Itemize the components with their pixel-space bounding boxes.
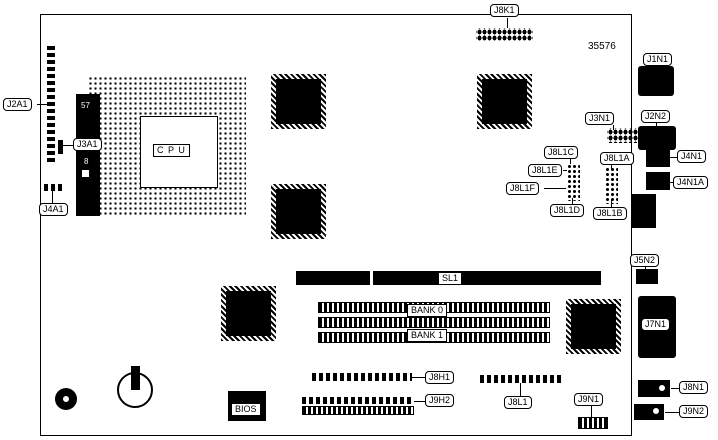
connector-j8n1-jack bbox=[659, 385, 665, 391]
leader-j4a1 bbox=[52, 191, 53, 203]
leader-j8l1d bbox=[572, 198, 573, 205]
leader-j8l1e bbox=[563, 170, 567, 171]
connector-j2a1 bbox=[47, 46, 55, 163]
connector-j9h2-row1 bbox=[302, 397, 414, 404]
callout-j8l1e: J8L1E bbox=[528, 164, 562, 177]
qfp-chip bbox=[566, 299, 621, 354]
leader-j8h1 bbox=[412, 377, 425, 378]
connector-j4a1 bbox=[44, 184, 62, 191]
callout-j9h2: J9H2 bbox=[425, 394, 455, 407]
connector-j8h1 bbox=[312, 373, 412, 381]
callout-j4n1: J4N1 bbox=[677, 150, 707, 163]
connector-j9h2-row2 bbox=[302, 406, 414, 415]
connector-j9n2-jack bbox=[653, 408, 659, 414]
slot-sl1-key bbox=[370, 271, 373, 285]
connector-j8l1 bbox=[480, 375, 562, 383]
leader-j2n2 bbox=[656, 123, 657, 127]
leader-j5n2 bbox=[645, 266, 646, 270]
connector-j3a1 bbox=[58, 140, 63, 154]
qfp-chip bbox=[221, 286, 276, 341]
callout-j8n1: J8N1 bbox=[679, 381, 709, 394]
callout-j9n2: J9N2 bbox=[679, 405, 709, 418]
connector-j8k1 bbox=[476, 28, 533, 41]
qfp-chip bbox=[477, 74, 532, 129]
leader-j8l1 bbox=[520, 383, 521, 396]
connector-j1n1 bbox=[638, 66, 674, 96]
callout-j5n2: J5N2 bbox=[630, 254, 660, 267]
callout-j8l1f: J8L1F bbox=[506, 182, 540, 195]
connector-j4n1a bbox=[646, 172, 670, 190]
speaker-center bbox=[63, 396, 69, 402]
connector-j3n1 bbox=[607, 128, 641, 143]
connector-j9n2 bbox=[634, 404, 664, 420]
edge-connector-block bbox=[632, 194, 656, 228]
leader-j9n2 bbox=[665, 412, 679, 413]
leader-j4n1a bbox=[665, 182, 674, 183]
callout-j8l1: J8L1 bbox=[504, 396, 532, 409]
leader-j8k1 bbox=[507, 18, 508, 28]
jumper-block bbox=[604, 166, 618, 204]
leader-j8l1f bbox=[544, 188, 566, 189]
leader-j9n1 bbox=[591, 406, 592, 417]
socket-mark-bottom: 8 bbox=[84, 157, 89, 166]
battery-clip bbox=[131, 366, 140, 390]
connector-j8n1 bbox=[638, 380, 670, 397]
connector-j9n1 bbox=[578, 417, 608, 429]
bank0-label: BANK 0 bbox=[407, 304, 448, 317]
simm-slot bbox=[318, 317, 550, 328]
jumper-block bbox=[566, 163, 580, 201]
callout-j8l1b: J8L1B bbox=[593, 207, 627, 220]
qfp-chip bbox=[271, 184, 326, 239]
callout-j2n2: J2N2 bbox=[641, 110, 671, 123]
connector-j5n2 bbox=[636, 269, 658, 284]
leader-j4n1 bbox=[669, 157, 678, 158]
qfp-chip bbox=[271, 74, 326, 129]
socket-mark-top: 57 bbox=[81, 101, 90, 110]
socket-key-mark bbox=[82, 170, 89, 177]
callout-j3n1: J3N1 bbox=[585, 112, 615, 125]
callout-j3a1: J3A1 bbox=[73, 138, 102, 151]
connector-j4n1 bbox=[646, 150, 670, 167]
callout-j8l1a: J8L1A bbox=[600, 152, 634, 165]
callout-j2a1: J2A1 bbox=[3, 98, 32, 111]
bank1-label: BANK 1 bbox=[407, 329, 448, 342]
leader-j8l1a bbox=[611, 165, 612, 170]
leader-j2a1 bbox=[37, 104, 47, 105]
cpu-label: C P U bbox=[153, 144, 190, 157]
callout-j8l1d: J8L1D bbox=[550, 204, 585, 217]
callout-j1n1: J1N1 bbox=[643, 53, 673, 66]
leader-j8l1b bbox=[611, 200, 612, 208]
battery bbox=[117, 372, 153, 408]
cpu-socket-lever-bar bbox=[76, 94, 100, 216]
bios-label: BIOS bbox=[231, 403, 261, 416]
leader-j3a1 bbox=[62, 145, 73, 146]
leader-j9h2 bbox=[414, 401, 425, 402]
callout-j7n1: J7N1 bbox=[641, 318, 671, 331]
callout-j8k1: J8K1 bbox=[490, 4, 519, 17]
callout-j8h1: J8H1 bbox=[425, 371, 455, 384]
part-number: 35576 bbox=[588, 41, 616, 52]
leader-j8l1c bbox=[570, 158, 571, 164]
callout-j8l1c: J8L1C bbox=[544, 146, 579, 159]
callout-j4a1: J4A1 bbox=[39, 203, 68, 216]
callout-j9n1: J9N1 bbox=[574, 393, 604, 406]
callout-j4n1a: J4N1A bbox=[673, 176, 709, 189]
leader-j8n1 bbox=[671, 388, 679, 389]
leader-j3n1 bbox=[613, 125, 614, 130]
connector-j2n2 bbox=[638, 126, 676, 150]
slot-sl1-label: SL1 bbox=[438, 272, 463, 285]
